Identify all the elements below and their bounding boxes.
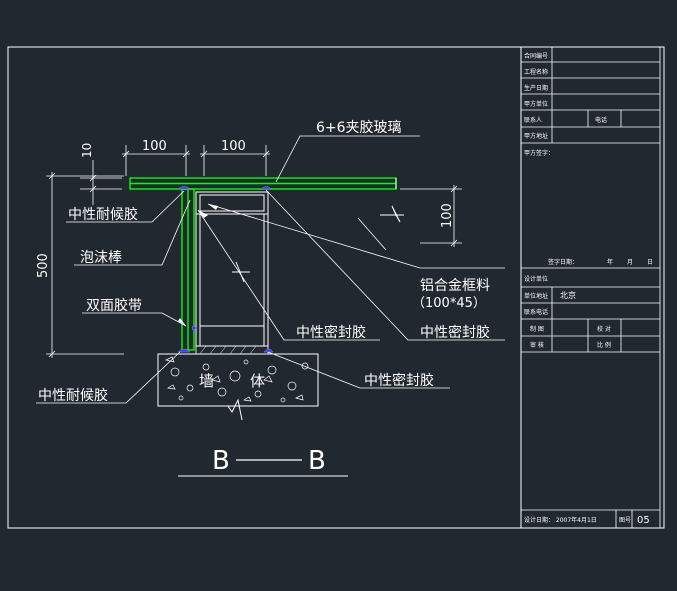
tb-phone-label: 电话 bbox=[595, 116, 607, 124]
tb-scale-label: 比 例 bbox=[597, 341, 611, 349]
title-block bbox=[521, 47, 661, 528]
tb-design-date: 设计日期： 2007年4月1日 bbox=[524, 516, 597, 524]
label-glass: 6+6夹胶玻璃 bbox=[316, 119, 402, 136]
label-weather-sealant-top: 中性耐候胶 bbox=[68, 206, 138, 223]
dim-10: 10 bbox=[80, 143, 94, 158]
section-title-right: B bbox=[308, 446, 326, 476]
tb-date-label: 生产日期 bbox=[524, 84, 548, 92]
title-block-frame bbox=[520, 46, 665, 529]
tb-month: 月 bbox=[627, 259, 633, 266]
tb-unit-address-value: 北京 bbox=[560, 290, 576, 300]
tb-year: 年 bbox=[607, 258, 613, 266]
tb-contract-label: 合同编号 bbox=[524, 52, 548, 60]
tb-check-label: 校 对 bbox=[597, 325, 611, 333]
leader-lines bbox=[36, 135, 505, 404]
dim-100-vertical: 100 bbox=[440, 203, 455, 228]
aluminum-frame-vertical bbox=[195, 213, 269, 347]
tb-drawn-label: 制 图 bbox=[530, 325, 544, 333]
wall-label-1: 墙 bbox=[199, 372, 214, 390]
tb-project-label: 工程名称 bbox=[524, 68, 548, 76]
tb-sheet-label: 图号 bbox=[619, 517, 631, 524]
label-weather-sealant-bottom: 中性耐候胶 bbox=[38, 387, 108, 404]
label-double-tape: 双面胶带 bbox=[86, 297, 142, 314]
dimension-lines bbox=[46, 145, 462, 358]
base-plate bbox=[195, 345, 269, 355]
sealant-marks bbox=[177, 186, 274, 353]
tb-audit-label: 审 核 bbox=[530, 341, 544, 349]
tb-sign-date-label: 签字日期： bbox=[548, 258, 578, 266]
label-sealant-mid: 中性密封胶 bbox=[296, 324, 366, 341]
dim-100-right: 100 bbox=[221, 139, 246, 154]
base-plate-hatch bbox=[199, 345, 257, 355]
tb-unit-phone-label: 联系电话 bbox=[524, 308, 548, 316]
label-frame-size: （100*45） bbox=[412, 296, 486, 311]
glass-vertical bbox=[181, 188, 195, 351]
leader-arrows bbox=[178, 204, 218, 326]
aluminum-frame-top bbox=[195, 191, 269, 215]
label-sealant-right: 中性密封胶 bbox=[420, 324, 490, 341]
tb-sign-label: 甲方签字： bbox=[524, 149, 554, 157]
concrete-wall bbox=[157, 353, 319, 421]
label-aluminum-frame: 铝合金框料 bbox=[420, 278, 490, 294]
tb-contact-label: 联系人 bbox=[524, 116, 542, 124]
tb-unit-address-label: 单位地址 bbox=[524, 292, 548, 300]
dim-500: 500 bbox=[36, 253, 51, 278]
dim-100-left: 100 bbox=[142, 139, 167, 154]
tb-client-label: 甲方单位 bbox=[524, 100, 548, 108]
label-sealant-bottom: 中性密封胶 bbox=[364, 372, 434, 389]
tb-day: 日 bbox=[647, 259, 653, 266]
section-title-left: B bbox=[212, 446, 230, 476]
wall-label-2: 体 bbox=[250, 372, 265, 390]
label-foam-rod: 泡沫棒 bbox=[80, 250, 122, 266]
break-mark-right bbox=[380, 205, 404, 223]
tb-address-label: 甲方地址 bbox=[524, 132, 548, 140]
tb-sheet-number: 05 bbox=[637, 515, 650, 526]
tb-design-unit: 设计单位 bbox=[524, 275, 548, 283]
